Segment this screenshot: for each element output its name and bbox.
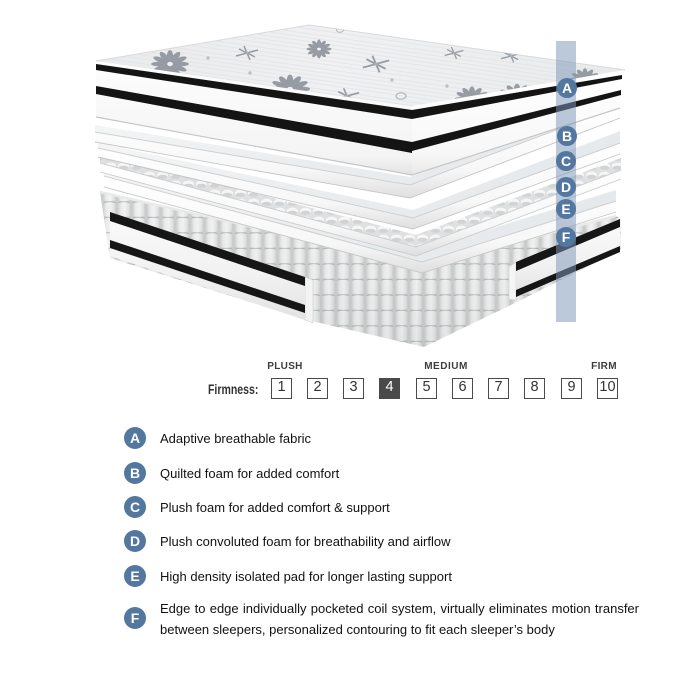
svg-text:F: F (562, 229, 571, 245)
svg-text:E: E (561, 201, 570, 217)
svg-text:A: A (562, 80, 572, 96)
svg-text:C: C (561, 153, 571, 169)
svg-text:B: B (562, 128, 572, 144)
svg-text:D: D (561, 179, 571, 195)
